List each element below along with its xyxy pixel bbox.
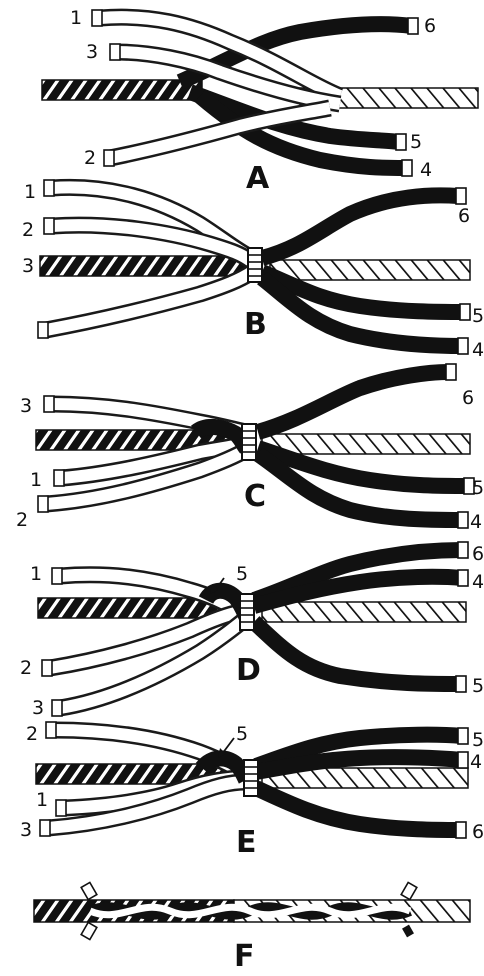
- panel-e-num-5: 5: [472, 729, 484, 751]
- panel-b-num-6: 6: [458, 205, 470, 227]
- panel-e-tip-5: [458, 728, 468, 744]
- panel-b-tip-2: [44, 218, 54, 234]
- panel-d-rope-right: [262, 602, 466, 622]
- panel-d-strand-5: [254, 622, 460, 684]
- panel-d-tip-6: [458, 542, 468, 558]
- panel-d-label: D: [236, 653, 261, 688]
- panel-b: 1 2 3 6 5 4 B: [22, 180, 484, 361]
- panel-e-whipping: [244, 760, 258, 796]
- panel-d-tip-2: [42, 660, 52, 676]
- panel-c-strand-6: [258, 372, 448, 432]
- panel-e-tip-1: [56, 800, 66, 816]
- panel-e-tip-4: [458, 752, 468, 768]
- panel-f: F: [34, 882, 470, 972]
- panel-d-num-2: 2: [20, 657, 32, 679]
- panel-b-tip-6: [456, 188, 466, 204]
- panel-a-tip-6: [408, 18, 418, 34]
- panel-a-num-1: 1: [70, 7, 82, 29]
- panel-a-num-2: 2: [84, 147, 96, 169]
- panel-c-whipping: [242, 424, 256, 460]
- panel-c-num-3: 3: [20, 395, 32, 417]
- panel-e-num-1: 1: [36, 789, 48, 811]
- panel-d-tip-3: [52, 700, 62, 716]
- panel-b-rope-right: [270, 260, 470, 280]
- panel-c: 3 1 2 6 5 4 C: [16, 364, 484, 533]
- panel-b-num-4: 4: [472, 339, 484, 361]
- panel-e-num-6: 6: [472, 821, 484, 843]
- panel-d-tip-1: [52, 568, 62, 584]
- panel-b-num-3: 3: [22, 255, 34, 277]
- panel-d-num-5-arrow: 5: [236, 563, 248, 585]
- panel-e-num-5-arrow: 5: [236, 723, 248, 745]
- panel-c-num-4: 4: [470, 511, 482, 533]
- panel-b-num-2: 2: [22, 219, 34, 241]
- panel-d-num-1: 1: [30, 563, 42, 585]
- panel-b-label: B: [244, 307, 267, 342]
- panel-a: 1 3 2 6 5 4 A: [42, 7, 478, 196]
- panel-c-num-2: 2: [16, 509, 28, 531]
- panel-b-tip-1: [44, 180, 54, 196]
- panel-a-tip-5: [396, 134, 406, 150]
- panel-e-num-2: 2: [26, 723, 38, 745]
- panel-b-tip-3: [38, 322, 48, 338]
- panel-d-tip-4: [458, 570, 468, 586]
- panel-a-tip-4: [402, 160, 412, 176]
- panel-d-num-6: 6: [472, 543, 484, 565]
- panel-f-end-bottom-left: [81, 922, 97, 939]
- panel-e-num-4: 4: [470, 751, 482, 773]
- panel-d-num-5: 5: [472, 675, 484, 697]
- panel-f-end-bottom-right: [402, 925, 414, 938]
- panel-d-tip-5: [456, 676, 466, 692]
- panel-a-num-4: 4: [420, 159, 432, 181]
- panel-e-tip-2: [46, 722, 56, 738]
- panel-a-tip-3: [110, 44, 120, 60]
- panel-c-tip-6: [446, 364, 456, 380]
- panel-c-label: C: [244, 479, 266, 514]
- panel-d: 1 5 2 3 6 4 5 D: [20, 542, 484, 719]
- panel-b-rope-left: [40, 256, 252, 276]
- panel-c-tip-2: [38, 496, 48, 512]
- panel-e-strand-6: [256, 788, 460, 830]
- panel-b-num-5: 5: [472, 305, 484, 327]
- panel-a-num-6: 6: [424, 15, 436, 37]
- panel-f-end-top-right: [401, 882, 417, 899]
- panel-a-num-5: 5: [410, 131, 422, 153]
- panel-d-whipping: [240, 594, 254, 630]
- panel-e-tip-6: [456, 822, 466, 838]
- panel-c-tip-4: [458, 512, 468, 528]
- panel-a-tip-2: [104, 150, 114, 166]
- panel-f-end-top-left: [81, 882, 97, 899]
- panel-a-tip-1: [92, 10, 102, 26]
- panel-a-num-3: 3: [86, 41, 98, 63]
- panel-c-num-1: 1: [30, 469, 42, 491]
- panel-c-num-5: 5: [472, 477, 484, 499]
- panel-b-num-1: 1: [24, 181, 36, 203]
- panel-e-tip-3: [40, 820, 50, 836]
- panel-a-label: A: [246, 161, 270, 196]
- panel-b-tip-5: [460, 304, 470, 320]
- panel-e-num-3: 3: [20, 819, 32, 841]
- panel-d-num-3: 3: [32, 697, 44, 719]
- panel-a-rope-left: [42, 80, 202, 100]
- panel-b-tip-4: [458, 338, 468, 354]
- panel-c-num-6: 6: [462, 387, 474, 409]
- panel-c-tip-3: [44, 396, 54, 412]
- panel-c-rope-right: [262, 434, 470, 454]
- panel-b-strand-6: [262, 195, 458, 258]
- panel-f-label: F: [234, 939, 255, 972]
- panel-c-tip-1: [54, 470, 64, 486]
- panel-d-num-4: 4: [472, 571, 484, 593]
- panel-b-whipping: [248, 248, 262, 282]
- panel-e-label: E: [236, 825, 257, 860]
- panel-e: 2 5 1 3 5 4 6 E: [20, 722, 484, 860]
